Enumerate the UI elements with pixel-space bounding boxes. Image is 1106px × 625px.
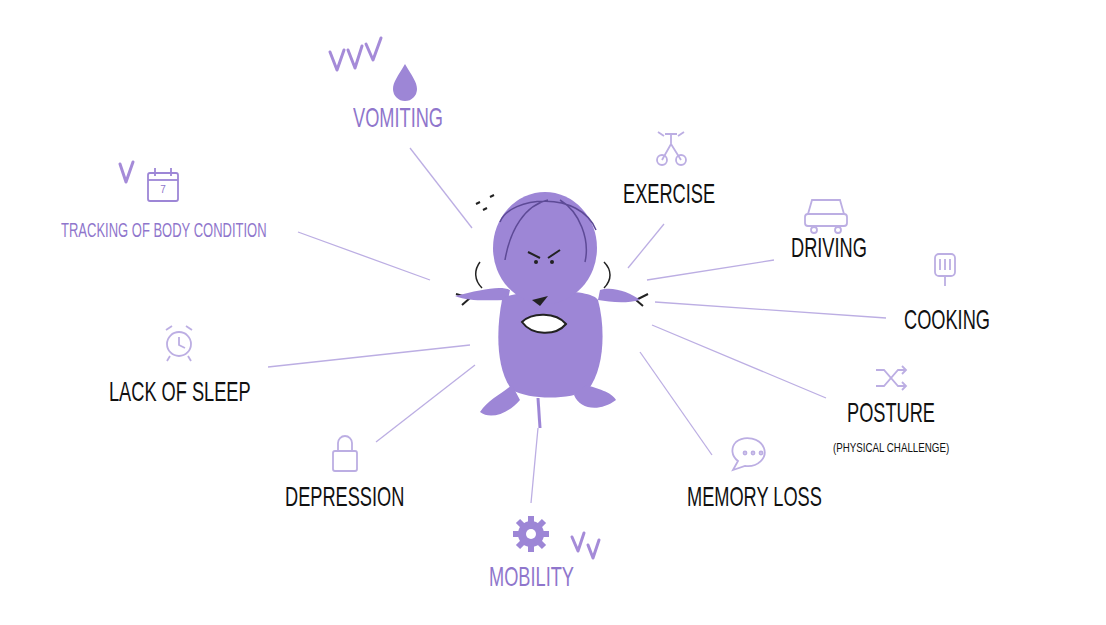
activity-label: POSTURE [847,399,935,427]
gear-icon [513,516,549,552]
character-figure [455,192,648,428]
activity-label: COOKING [904,306,990,334]
activity-label: EXERCISE [623,180,715,208]
note-label: (PHYSICAL CHALLENGE) [833,441,949,454]
activity-label: DRIVING [791,234,867,262]
calendar-icon [148,168,178,201]
symptom-label: MEMORY LOSS [687,483,822,511]
calendar-number: 7 [160,185,166,195]
droplet-icon [393,64,417,101]
leader-lines [268,148,886,503]
symptom-label: VOMITING [353,104,443,132]
check-marks [120,38,599,558]
symptom-label: MOBILITY [489,563,574,591]
symptom-label: TRACKING OF BODY CONDITION [61,220,267,240]
line-icons [166,132,955,471]
symptom-label: DEPRESSION [285,483,404,511]
symptom-label: LACK OF SLEEP [109,378,251,406]
